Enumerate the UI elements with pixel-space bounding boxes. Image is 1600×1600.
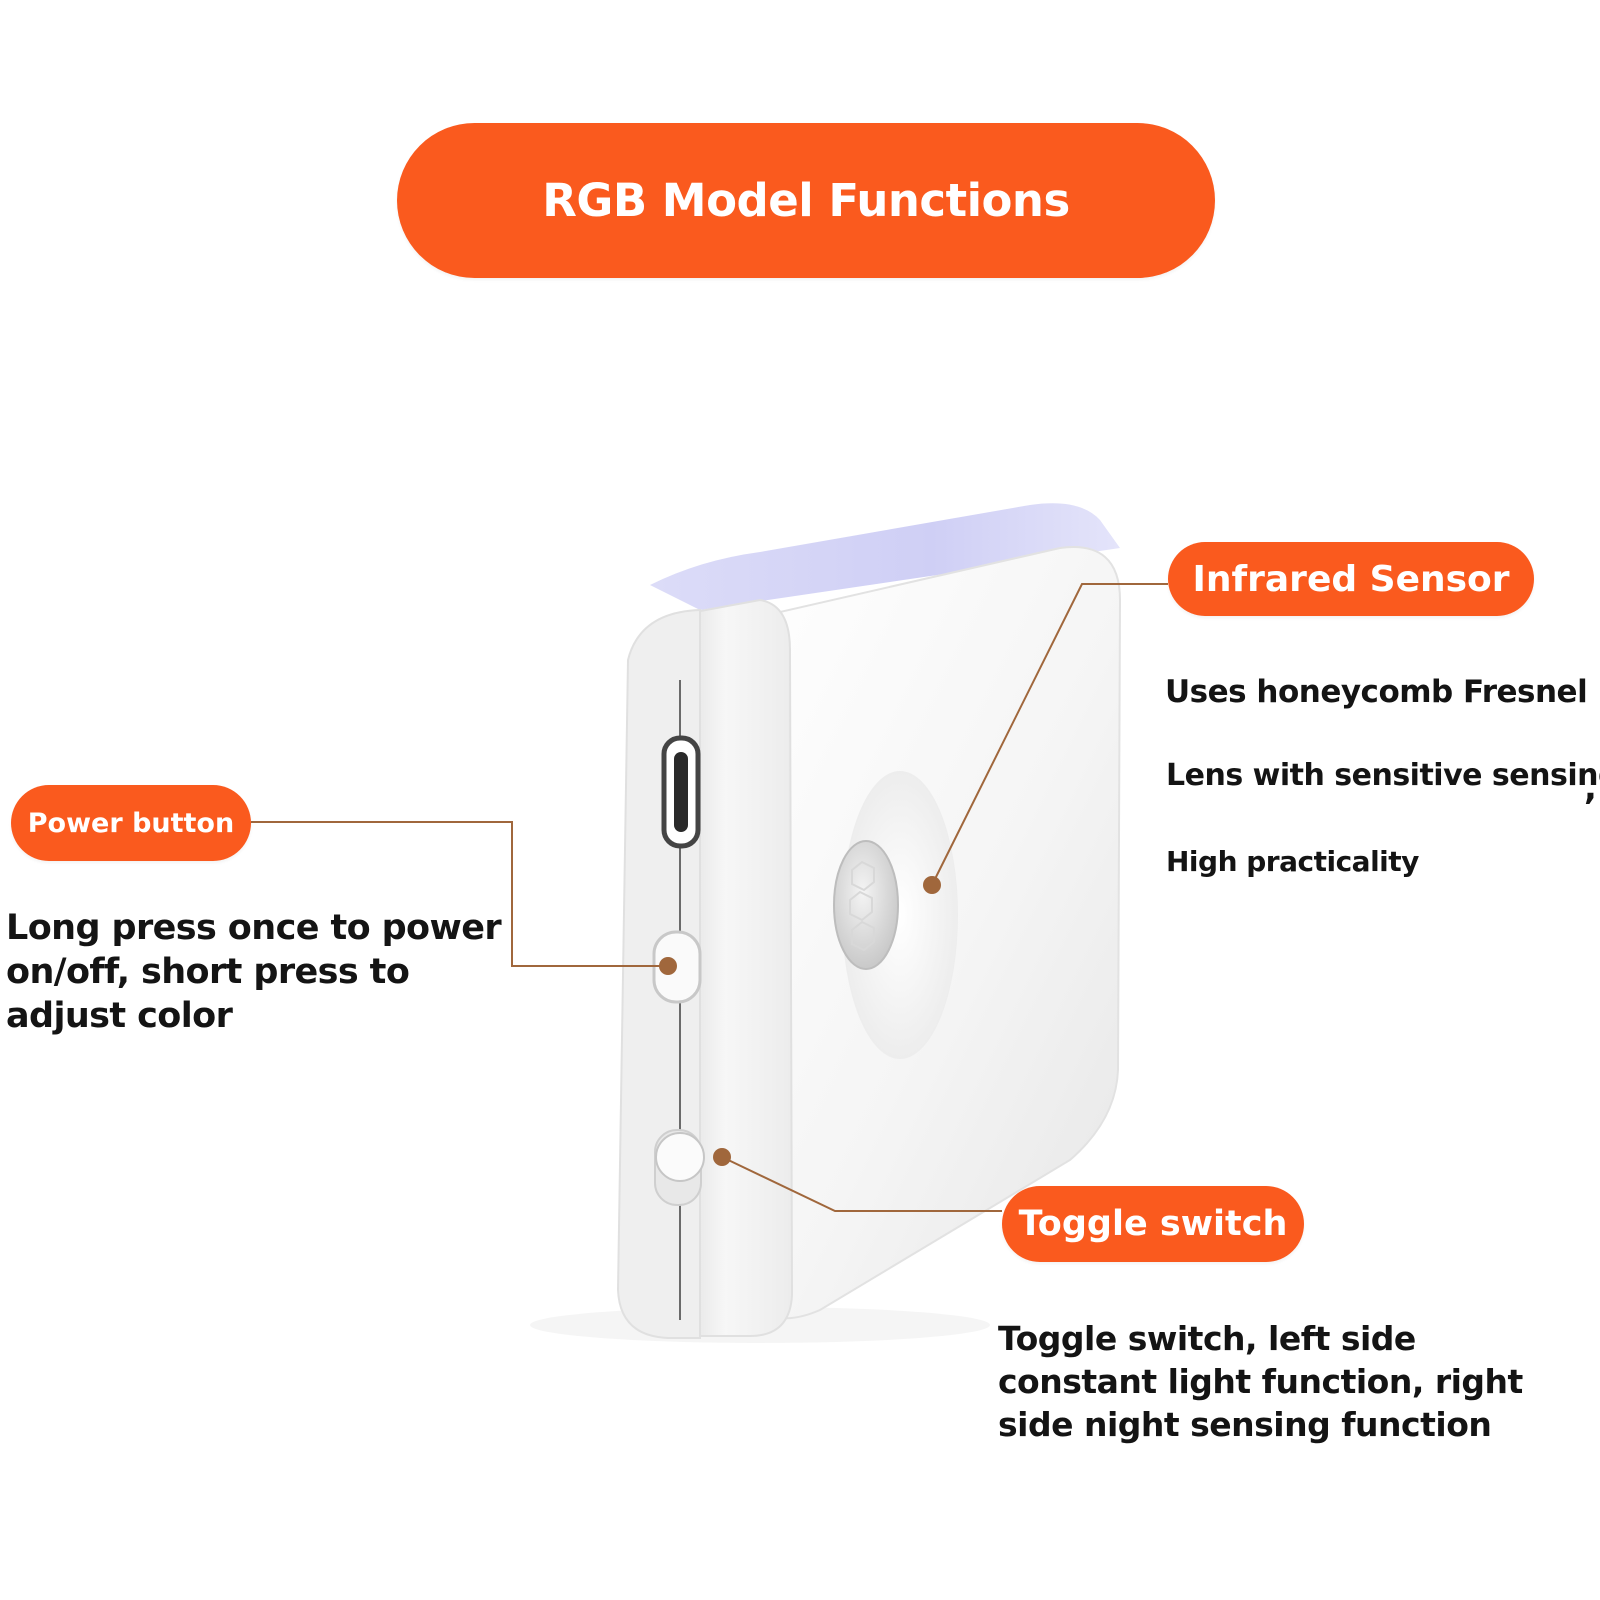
usb-port-inner — [674, 752, 688, 832]
power-dot — [659, 957, 677, 975]
power-button-label: Power button — [27, 807, 235, 839]
toggle-switch-description: Toggle switch, left side constant light … — [998, 1319, 1523, 1444]
power-button-label-pill: Power button — [11, 785, 251, 861]
light-strip — [650, 503, 1120, 610]
infrared-leader-line — [931, 583, 1168, 886]
fresnel-lens-icon — [833, 840, 899, 970]
power-leader-line — [251, 821, 668, 967]
infrared-sensor-label: Infrared Sensor — [1192, 558, 1510, 600]
title-banner: RGB Model Functions — [397, 123, 1215, 278]
honeycomb-pattern — [849, 860, 875, 952]
toggle-leader-line — [721, 1156, 1002, 1212]
toggle-dot — [713, 1148, 731, 1166]
toggle-switch-label: Toggle switch — [1018, 1204, 1288, 1244]
toggle-switch-label-pill: Toggle switch — [1002, 1186, 1304, 1262]
infrared-description-line-2: Lens with sensitive sensing — [1166, 758, 1600, 793]
infrared-dot — [923, 876, 941, 894]
infrared-description-line-1: Uses honeycomb Fresnel — [1165, 674, 1588, 710]
infrared-trailing-mark: , — [1584, 768, 1597, 808]
power-button-description: Long press once to power on/off, short p… — [6, 908, 502, 1036]
page-title: RGB Model Functions — [542, 174, 1070, 227]
infrared-sensor-label-pill: Infrared Sensor — [1168, 542, 1534, 616]
device-side-panel — [688, 598, 794, 1337]
toggle-switch-knob — [655, 1132, 705, 1182]
infrared-description-line-3: High practicality — [1166, 845, 1419, 878]
